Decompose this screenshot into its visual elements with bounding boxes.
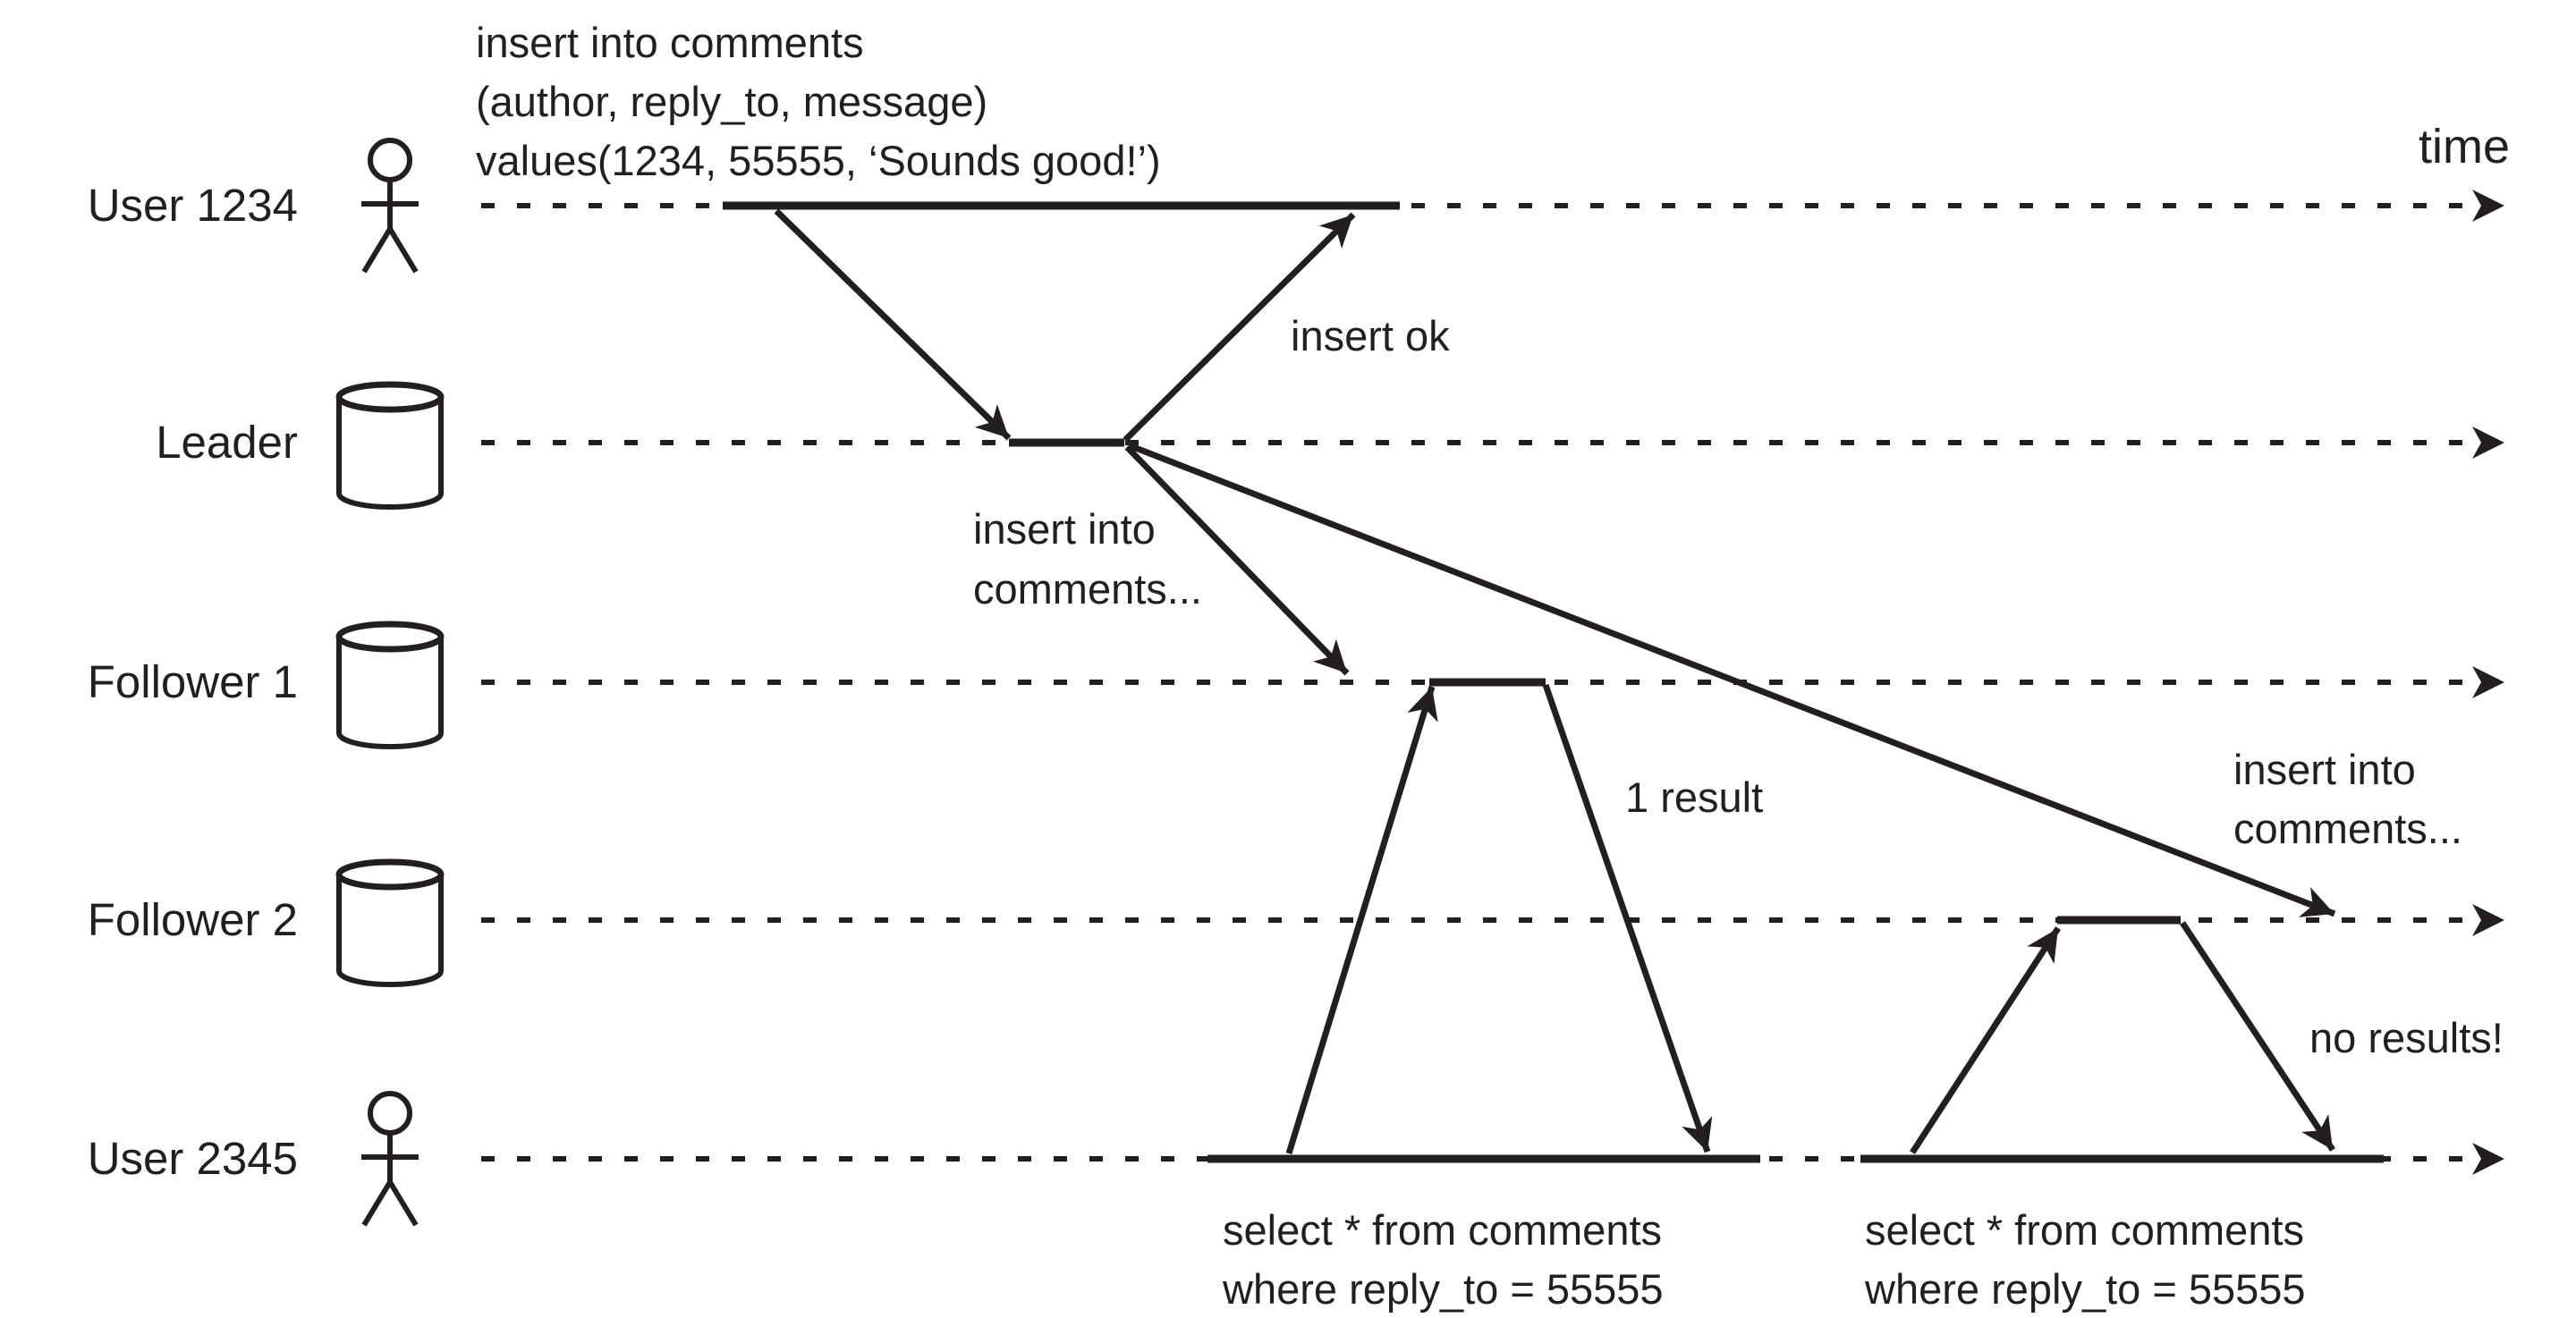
- database-icon: [339, 862, 441, 984]
- person-icon: [361, 140, 419, 272]
- arrow-insert-ok-leader-to-user1234: [1123, 212, 1356, 443]
- select-query-2-line-2: where reply_to = 55555: [1864, 1265, 2306, 1313]
- replicate-right-line-1: insert into: [2233, 746, 2416, 793]
- arrow-replicate-leader-to-follower2: [1127, 442, 2336, 917]
- arrow-noresult-follower2-to-user2345: [2180, 921, 2335, 1152]
- actor-label-user-1234: User 1234: [88, 180, 298, 231]
- insert-query-line-3: values(1234, 55555, ‘Sounds good!’): [476, 137, 1161, 184]
- insert-query-line-2: (author, reply_to, message): [476, 78, 987, 125]
- annotations: time insert into comments (author, reply…: [476, 19, 2510, 1313]
- arrow-select-user2345-to-follower1: [1285, 685, 1438, 1155]
- replicate-right-line-2: comments...: [2233, 805, 2462, 852]
- select-query-1-line-1: select * from comments: [1223, 1206, 1662, 1254]
- database-icon: [339, 384, 441, 507]
- insert-query-line-1: insert into comments: [476, 19, 864, 66]
- message-arrows: [774, 208, 2336, 1155]
- activity-bars: [723, 201, 2384, 1163]
- arrow-replicate-leader-to-follower1: [1124, 444, 1350, 676]
- one-result-label: 1 result: [1625, 773, 1763, 821]
- select-query-1-line-2: where reply_to = 55555: [1222, 1265, 1664, 1313]
- replicate-left-line-1: insert into: [973, 505, 1156, 553]
- time-axis-label: time: [2419, 120, 2510, 173]
- actor-column: User 1234 Leader Follower 1 Follower 2 U…: [88, 140, 441, 1225]
- database-icon: [339, 624, 441, 747]
- select-query-2-line-1: select * from comments: [1865, 1206, 2304, 1254]
- arrow-select-user2345-to-follower2: [1910, 926, 2061, 1154]
- actor-label-follower-1: Follower 1: [88, 656, 298, 707]
- actor-label-user-2345: User 2345: [88, 1133, 298, 1184]
- no-results-label: no results!: [2309, 1014, 2504, 1061]
- insert-ok-label: insert ok: [1291, 312, 1450, 359]
- actor-label-follower-2: Follower 2: [88, 894, 298, 945]
- arrow-insert-user1234-to-leader: [774, 208, 1012, 441]
- replicate-left-line-2: comments...: [973, 565, 1202, 613]
- actor-label-leader: Leader: [156, 417, 298, 468]
- person-icon: [361, 1094, 419, 1225]
- arrow-result-follower1-to-user2345: [1542, 683, 1713, 1153]
